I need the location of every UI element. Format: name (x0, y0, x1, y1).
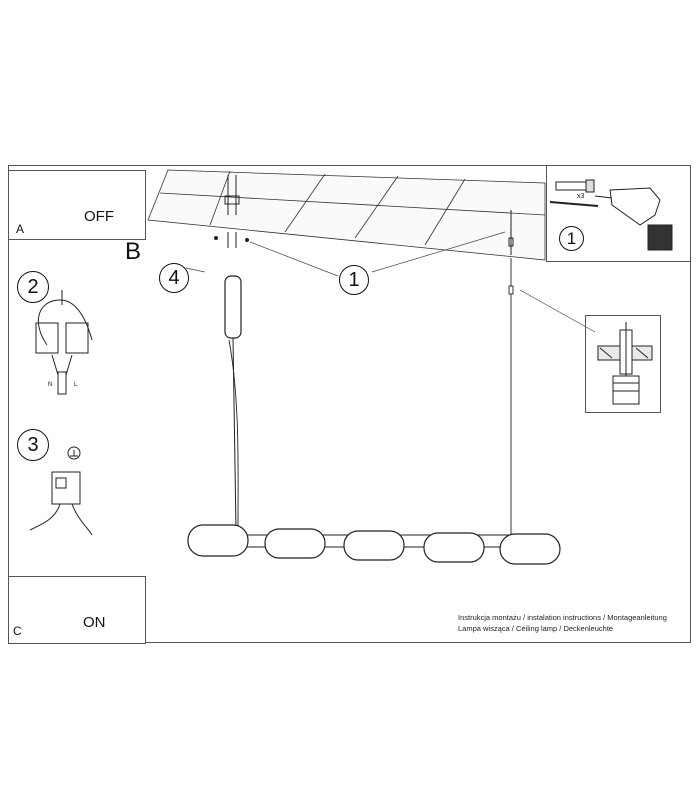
wiring-step-2-drawing (35, 290, 93, 395)
step-3-callout: 3 (17, 429, 49, 461)
canopy (224, 275, 242, 339)
drill-kit-drawing (549, 179, 673, 251)
section-b-label: B (125, 238, 142, 265)
anchor-detail-drawing (597, 322, 653, 405)
leader-lines (185, 231, 596, 333)
step-2-callout: 2 (17, 271, 49, 303)
panel-c-letter: C (13, 624, 22, 638)
kit-count-label: x3 (577, 193, 585, 200)
drill-kit-panel: x3 (546, 165, 691, 262)
live-wire-label: L (74, 382, 78, 388)
power-off-label: OFF (84, 208, 114, 225)
anchor-detail-panel (585, 315, 661, 413)
caption-line-2: Lampa wisząca / Ceiling lamp / Deckenleu… (458, 624, 614, 633)
panel-a: A OFF (8, 170, 146, 240)
wiring-step-3-drawing (29, 446, 93, 536)
suspension-cables (228, 258, 514, 537)
instruction-sheet (8, 165, 691, 643)
step-1-callout: 1 (339, 265, 369, 295)
panel-c: C ON (8, 576, 146, 644)
step-4-callout: 4 (159, 263, 189, 293)
lamp-body (187, 524, 561, 565)
ceiling-grid (147, 169, 546, 261)
ceiling-screws (214, 175, 514, 255)
panel-a-letter: A (16, 222, 25, 236)
caption-line-1: Instrukcja montażu / instalation instruc… (458, 613, 667, 622)
power-on-label: ON (83, 614, 106, 631)
neutral-wire-label: N (48, 382, 53, 388)
drill-step-1-callout: 1 (559, 226, 584, 251)
